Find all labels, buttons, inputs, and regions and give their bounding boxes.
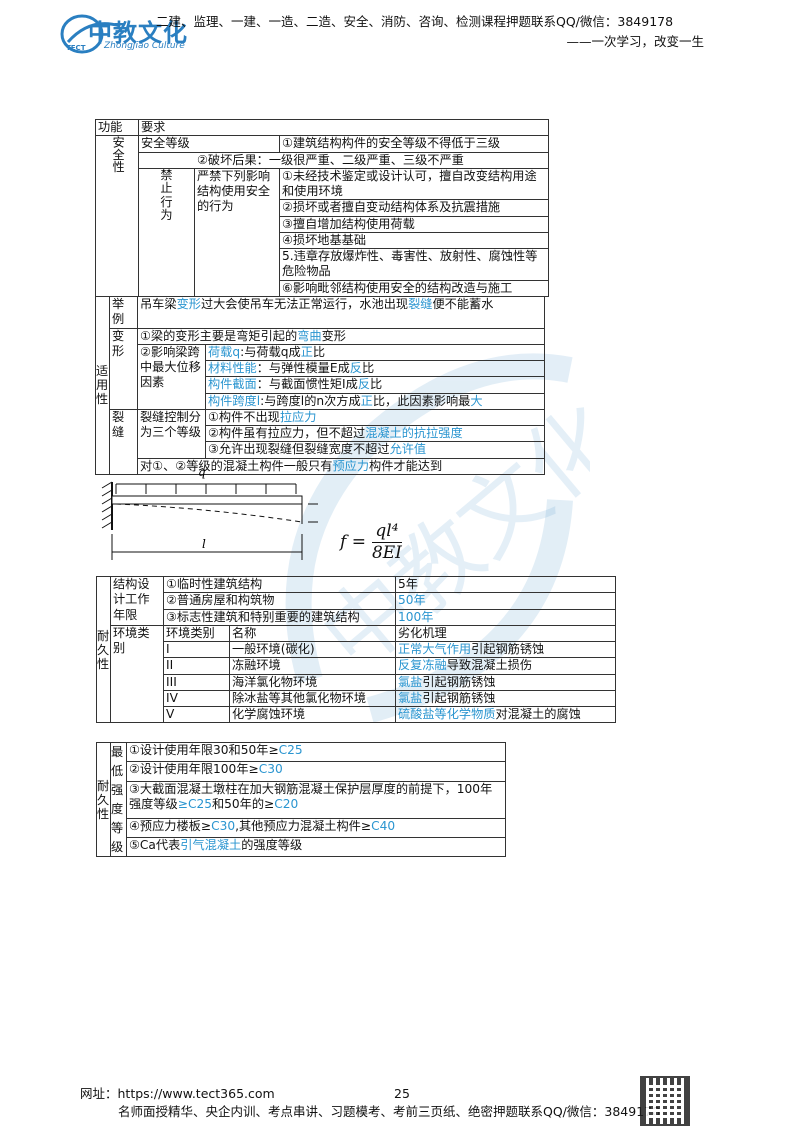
grade-1: ①设计使用年限30和50年≥C25 [126, 741, 506, 763]
crack-4: 对①、②等级的混凝土构件一般只有预应力构件才能达到 [137, 457, 545, 475]
crack-control: 裂缝控制分为三个等级 [137, 408, 206, 459]
factor-load: 荷载q:与荷载q成正比 [205, 343, 545, 362]
formula-lhs: f = [340, 532, 366, 553]
env-3: III [163, 673, 230, 691]
logo-tect: TECT [66, 44, 86, 52]
deform-2: ②影响梁跨中最大位移因素 [137, 343, 206, 410]
forbid-label: 禁止行为 [138, 167, 195, 297]
crack-1: ①构件不出现拉应力 [205, 408, 545, 427]
th-function: 功能 [95, 118, 139, 137]
env-5-mech: 硫酸盐等化学物质对混凝土的腐蚀 [395, 705, 616, 724]
env-2: II [163, 657, 230, 675]
logo-cn: 中教文化 [88, 19, 188, 47]
cat-safety: 安全性 [95, 135, 139, 297]
th-env-class: 环境类别 [163, 624, 230, 643]
strength-table: 耐久性 最低强度等级 ①设计使用年限30和50年≥C25 ②设计使用年限100年… [96, 741, 506, 858]
env-3-name: 海洋氯化物环境 [229, 673, 396, 691]
th-name: 名称 [229, 624, 396, 643]
formula-den: 8EI [371, 543, 402, 564]
deform-1: ①梁的变形主要是弯矩引起的弯曲变形 [137, 327, 545, 345]
logo-en: ZhongJiao Culture [104, 41, 185, 51]
load-label: q [198, 465, 206, 479]
grade-2: ②设计使用年限100年≥C30 [126, 761, 506, 782]
cat-durability: 耐久性 [96, 575, 111, 724]
footer-url: 网址：https://www.tect365.com [80, 1086, 275, 1101]
forbid-4: ④损坏地基基础 [279, 231, 549, 250]
life-1: ①临时性建筑结构 [163, 575, 396, 594]
cat-durability-2: 耐久性 [96, 741, 111, 858]
life-3: ③标志性建筑和特别重要的建筑结构 [163, 608, 396, 626]
safety-level-1: ①建筑结构构件的安全等级不得低于三级 [279, 135, 549, 153]
life-2: ②普通房屋和构筑物 [163, 592, 396, 610]
crack-label: 裂缝 [109, 408, 138, 475]
header-slogan: ——一次学习，改变一生 [566, 34, 704, 49]
footer-contact: 名师面授精华、央企内训、考点串讲、习题模考、考前三页纸、绝密押题联系QQ/微信：… [118, 1104, 661, 1119]
page-number: 25 [394, 1086, 410, 1101]
grade-3: ③大截面混凝土墩柱在加大钢筋混凝土保护层厚度的前提下，100年强度等级≥C25和… [126, 780, 506, 819]
deform-label: 变形 [109, 327, 138, 410]
forbid-2: ②损坏或者擅自变动结构体系及抗震措施 [279, 199, 549, 217]
env-1-mech: 正常大气作用引起钢筋锈蚀 [395, 640, 616, 659]
th-requirement: 要求 [138, 118, 549, 137]
qr-code-pattern [648, 1084, 682, 1118]
env-4: IV [163, 689, 230, 708]
grade-label: 最低强度等级 [110, 741, 127, 858]
env-5: V [163, 705, 230, 724]
th-mech: 劣化机理 [395, 624, 616, 643]
env-1: I [163, 640, 230, 659]
safety-level: 安全等级 [138, 135, 280, 153]
grade-4: ④预应力楼板≥C30,其他预应力混凝土构件≥C40 [126, 817, 506, 839]
cat-service: 适用性 [95, 296, 110, 475]
env-3-mech: 氯盐引起钢筋锈蚀 [395, 673, 616, 691]
env-label: 环境类别 [110, 624, 164, 724]
design-life: 结构设计工作年限 [110, 576, 164, 626]
company-logo [60, 12, 210, 60]
factor-section: 构件截面：与截面惯性矩I成反比 [205, 376, 545, 394]
forbid-3: ③擅自增加结构使用荷载 [279, 215, 549, 233]
span-label: l [202, 537, 206, 551]
env-4-mech: 氯盐引起钢筋锈蚀 [395, 689, 616, 708]
safety-level-2: ②破坏后果：一级很严重、二级严重、三级不严重 [138, 151, 549, 169]
forbid-desc: 严禁下列影响结构使用安全的行为 [194, 167, 280, 297]
life-1v: 5年 [395, 575, 616, 594]
env-4-name: 除冰盐等其他氯化物环境 [229, 689, 396, 708]
example-text: 吊车梁变形过大会使吊车无法正常运行，水池出现裂缝便不能蓄水 [137, 296, 545, 329]
life-3v: 100年 [395, 608, 616, 626]
forbid-5: 5.违章存放爆炸性、毒害性、放射性、腐蚀性等危险物品 [279, 248, 549, 281]
factor-material: 材料性能：与弹性模量E成反比 [205, 359, 545, 378]
env-2-mech: 反复冻融导致混凝土损伤 [395, 657, 616, 675]
env-5-name: 化学腐蚀环境 [229, 705, 396, 724]
header-contact: 二建、监理、一建、一造、二造、安全、消防、咨询、检测课程押题联系QQ/微信：38… [156, 14, 674, 29]
crack-2: ②构件虽有拉应力，但不超过混凝土的抗拉强度 [205, 424, 545, 443]
grade-5: ⑤Ca代表引气混凝土的强度等级 [126, 837, 506, 858]
forbid-1: ①未经技术鉴定或设计认可，擅自改变结构用途和使用环境 [279, 167, 549, 201]
forbid-6: ⑥影响毗邻结构使用安全的结构改造与施工 [279, 279, 549, 297]
factor-span: 构件跨度l:与跨度l的n次方成正比，此因素影响最大 [205, 392, 545, 410]
life-2v: 50年 [395, 592, 616, 610]
env-2-name: 冻融环境 [229, 657, 396, 675]
crack-3: ③允许出现裂缝但裂缝宽度不超过允许值 [205, 441, 545, 459]
example-label: 举例 [109, 296, 138, 329]
env-1-name: 一般环境(碳化) [229, 640, 396, 659]
beam-diagram: q l [101, 465, 318, 560]
formula-num: ql⁴ [372, 521, 402, 544]
